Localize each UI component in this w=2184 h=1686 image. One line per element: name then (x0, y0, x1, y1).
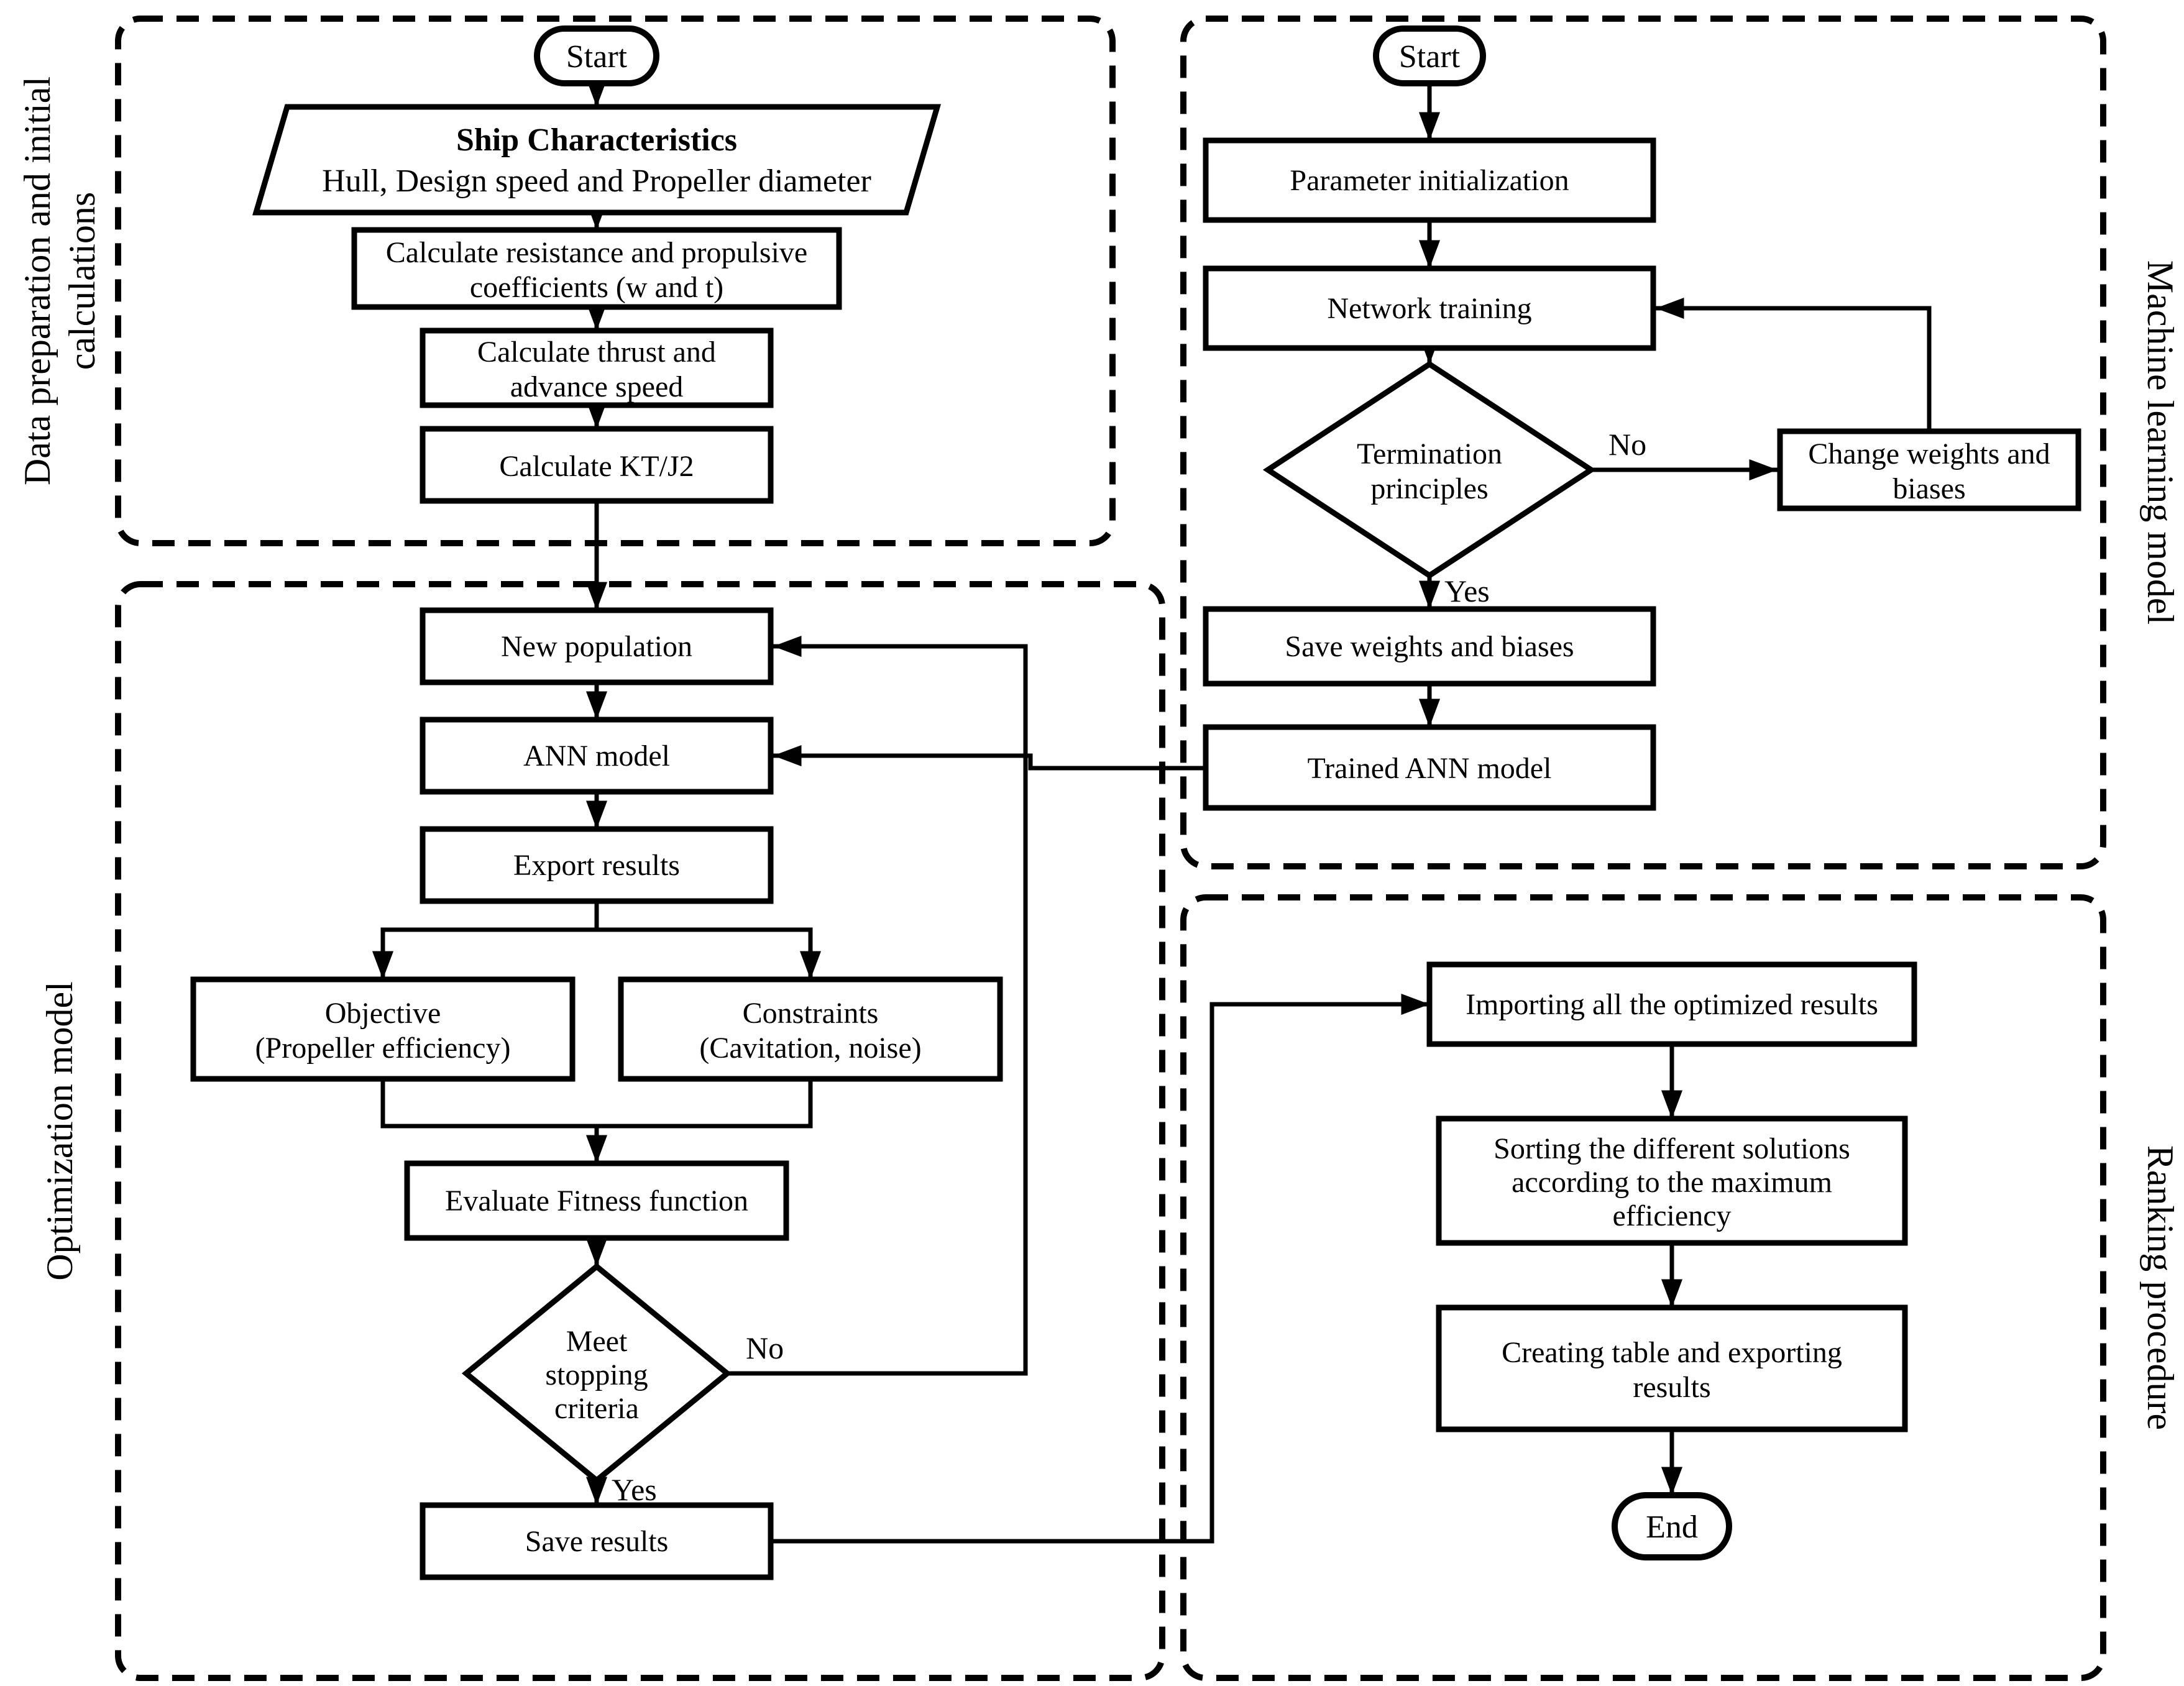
node-end-label: End (1646, 1510, 1698, 1545)
section-label-data-preparation-line1: Data preparation and initial (17, 76, 58, 485)
node-meet-stopping-line1: Meet (566, 1325, 628, 1358)
node-change-weights-line2: biases (1893, 472, 1965, 505)
edge-trained-ann-to-ann-model (773, 744, 1206, 771)
node-evaluate-fitness-label: Evaluate Fitness function (445, 1184, 748, 1217)
section-label-optimization: Optimization model (39, 981, 80, 1281)
node-save-weights: Save weights and biases (1203, 606, 1656, 687)
edge-change-weights-to-network-training (1656, 297, 1932, 431)
node-sorting: Sorting the different solutions accordin… (1436, 1116, 1908, 1246)
edge-label-opt-no: No (746, 1331, 784, 1365)
node-calc-resistance: Calculate resistance and propulsive coef… (351, 227, 842, 310)
edge-save-results-to-importing (771, 993, 1429, 1544)
node-objective-line2: (Propeller efficiency) (255, 1032, 511, 1065)
edge-label-ml-no: No (1608, 427, 1646, 462)
edge-label-opt-yes: Yes (612, 1472, 657, 1507)
node-start-right: Start (1373, 25, 1486, 86)
node-change-weights-line1: Change weights and (1808, 438, 2050, 470)
node-end: End (1612, 1492, 1732, 1560)
node-termination-diamond: Termination principles (1262, 360, 1597, 579)
node-meet-stopping-line3: criteria (554, 1392, 639, 1425)
node-new-population-label: New population (501, 630, 692, 663)
node-start-right-label: Start (1399, 39, 1461, 75)
node-export-results: Export results (420, 826, 774, 904)
node-ship-title: Ship Characteristics (456, 122, 737, 158)
node-creating: Creating table and exporting results (1436, 1304, 1908, 1432)
node-sorting-line3: efficiency (1613, 1199, 1732, 1232)
node-trained-ann: Trained ANN model (1203, 724, 1656, 811)
node-calc-resistance-line1: Calculate resistance and propulsive (386, 236, 807, 269)
edge-export-to-objective (372, 901, 599, 979)
section-box-ranking (1180, 894, 2106, 1681)
node-save-results: Save results (420, 1502, 774, 1580)
node-calc-kt: Calculate KT/J2 (420, 426, 774, 504)
section-box-data-preparation (115, 16, 1116, 546)
node-ship-characteristics: Ship Characteristics Hull, Design speed … (252, 104, 942, 216)
section-box-optimization (115, 581, 1165, 1681)
node-meet-stopping-diamond: Meet stopping criteria (461, 1263, 732, 1484)
node-parameter-init: Parameter initialization (1203, 137, 1656, 223)
node-calc-thrust-line1: Calculate thrust and (477, 336, 716, 369)
node-export-results-label: Export results (513, 849, 680, 882)
section-box-machine-learning (1180, 16, 2106, 869)
node-ann-model: ANN model (420, 717, 774, 795)
node-sorting-line1: Sorting the different solutions (1493, 1132, 1850, 1165)
node-meet-stopping-line2: stopping (545, 1358, 648, 1391)
node-creating-line2: results (1633, 1371, 1710, 1404)
node-calc-resistance-line2: coefficients (w and t) (470, 271, 723, 304)
node-importing-label: Importing all the optimized results (1466, 988, 1878, 1021)
node-calc-kt-label: Calculate KT/J2 (499, 450, 694, 483)
section-label-machine-learning: Machine learning model (2140, 260, 2181, 625)
node-change-weights: Change weights and biases (1777, 428, 2081, 511)
node-ship-subtitle: Hull, Design speed and Propeller diamete… (322, 163, 871, 199)
edge-label-ml-yes: Yes (1444, 574, 1490, 608)
node-constraints-line1: Constraints (743, 997, 879, 1030)
node-sorting-line2: according to the maximum (1512, 1166, 1832, 1199)
node-save-results-label: Save results (525, 1525, 669, 1558)
edge-meet-stopping-no-to-new-population (727, 635, 1028, 1376)
node-save-weights-label: Save weights and biases (1285, 630, 1574, 663)
node-importing: Importing all the optimized results (1426, 961, 1917, 1047)
node-ann-model-label: ANN model (523, 740, 670, 772)
node-calc-thrust-line2: advance speed (510, 370, 684, 403)
node-objective: Objective (Propeller efficiency) (190, 976, 576, 1082)
node-objective-line1: Objective (325, 997, 441, 1030)
node-network-training: Network training (1203, 265, 1656, 351)
node-constraints-line2: (Cavitation, noise) (699, 1032, 921, 1065)
node-start-left-label: Start (566, 39, 628, 75)
edge-export-to-constraints (597, 927, 822, 979)
node-constraints: Constraints (Cavitation, noise) (618, 976, 1003, 1082)
node-creating-line1: Creating table and exporting (1502, 1336, 1842, 1369)
node-trained-ann-label: Trained ANN model (1308, 752, 1552, 785)
node-network-training-label: Network training (1327, 292, 1531, 325)
edge-objective-constraints-merge (380, 1079, 813, 1129)
node-termination-line2: principles (1370, 472, 1488, 505)
section-label-data-preparation-line2: calculations (62, 192, 103, 370)
node-parameter-init-label: Parameter initialization (1290, 164, 1569, 197)
node-new-population: New population (420, 607, 774, 685)
node-calc-thrust: Calculate thrust and advance speed (420, 328, 774, 408)
node-termination-line1: Termination (1357, 438, 1502, 470)
node-evaluate-fitness: Evaluate Fitness function (404, 1160, 789, 1241)
section-label-ranking: Ranking procedure (2140, 1145, 2181, 1430)
node-start-left: Start (534, 25, 659, 86)
